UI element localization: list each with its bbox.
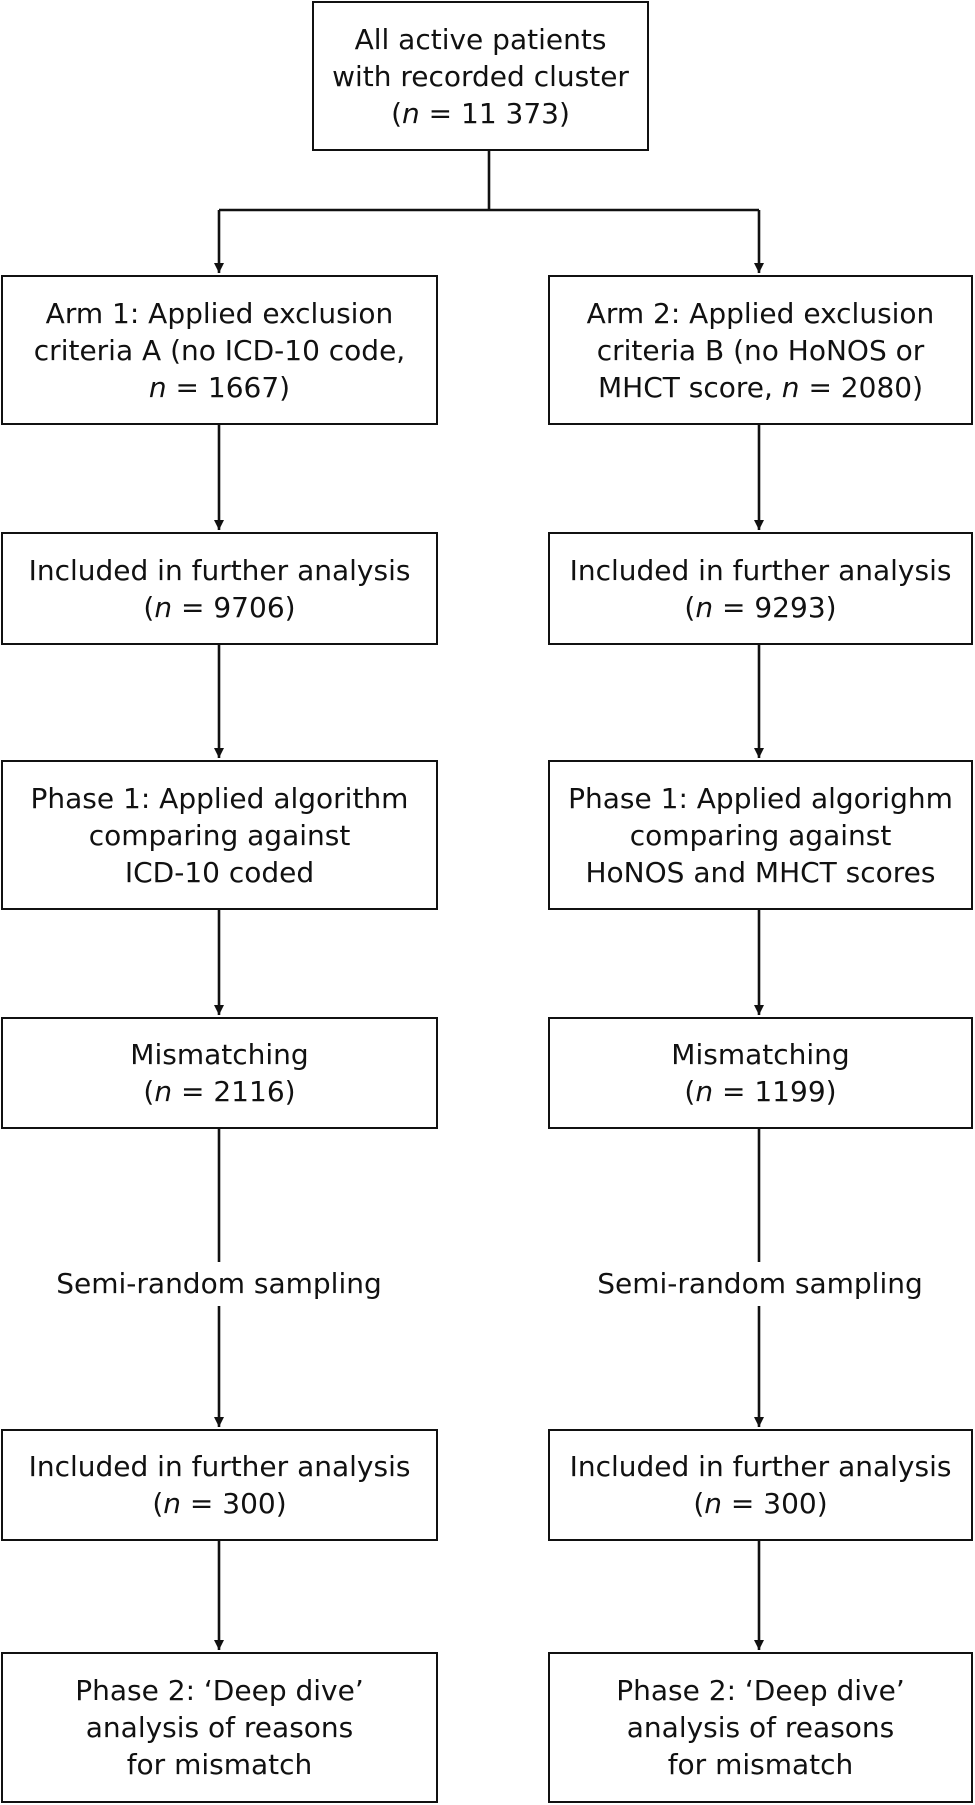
root-count: (n = 11 373) xyxy=(391,96,570,130)
arm1-sampling-label: Semi-random sampling xyxy=(19,1263,419,1305)
arm2-phase2-line-1: Phase 2: ‘Deep dive’ xyxy=(616,1674,905,1707)
arm1-phase2-line-1: Phase 2: ‘Deep dive’ xyxy=(75,1674,364,1707)
root-line-1: All active patients xyxy=(354,22,607,56)
arm2-mismatching-count: (n = 1199) xyxy=(684,1075,837,1108)
arm2-sampling-label: Semi-random sampling xyxy=(560,1263,960,1305)
arm1-exclusion-line-2: criteria A (no ICD-10 code, xyxy=(33,333,406,367)
arm2-included-box: Included in further analysis (n = 9293) xyxy=(548,532,973,645)
arm1-mismatching-line-1: Mismatching xyxy=(130,1038,309,1071)
arm2-included-count: (n = 9293) xyxy=(684,590,837,624)
arm2-mismatching-box: Mismatching (n = 1199) xyxy=(548,1017,973,1129)
arm1-included-box: Included in further analysis (n = 9706) xyxy=(1,532,438,645)
arm2-mismatching-line-1: Mismatching xyxy=(671,1038,850,1071)
arm1-included-line-1: Included in further analysis xyxy=(28,553,411,587)
arm2-phase2-line-3: for mismatch xyxy=(667,1748,854,1781)
arm2-included-line-1: Included in further analysis xyxy=(569,553,952,587)
root-box: All active patients with recorded cluste… xyxy=(312,1,649,151)
arm2-phase1-line-1: Phase 1: Applied algorighm xyxy=(568,781,953,815)
arm2-phase1-box: Phase 1: Applied algorighm comparing aga… xyxy=(548,760,973,910)
arm1-mismatching-box: Mismatching (n = 2116) xyxy=(1,1017,438,1129)
arm1-phase1-box: Phase 1: Applied algorithm comparing aga… xyxy=(1,760,438,910)
arm1-phase2-box: Phase 2: ‘Deep dive’ analysis of reasons… xyxy=(1,1652,438,1803)
arm2-sample-box: Included in further analysis (n = 300) xyxy=(548,1429,973,1541)
arm2-exclusion-box: Arm 2: Applied exclusion criteria B (no … xyxy=(548,275,973,425)
arm2-phase1-line-2: comparing against xyxy=(629,818,892,852)
arm1-phase1-line-2: comparing against xyxy=(88,818,351,852)
arm1-phase1-line-1: Phase 1: Applied algorithm xyxy=(30,781,409,815)
arm2-phase2-line-2: analysis of reasons xyxy=(626,1711,895,1744)
arm1-included-count: (n = 9706) xyxy=(143,590,296,624)
arm1-sample-box: Included in further analysis (n = 300) xyxy=(1,1429,438,1541)
arm1-phase2-line-2: analysis of reasons xyxy=(85,1711,354,1744)
arm2-phase1-line-3: HoNOS and MHCT scores xyxy=(585,855,936,889)
arm1-exclusion-line-1: Arm 1: Applied exclusion xyxy=(45,296,394,330)
arm2-exclusion-line-1: Arm 2: Applied exclusion xyxy=(586,296,935,330)
arm1-mismatching-count: (n = 2116) xyxy=(143,1075,296,1108)
root-line-2: with recorded cluster xyxy=(332,59,629,93)
arm1-sample-count: (n = 300) xyxy=(152,1487,287,1520)
arm2-exclusion-line-2: criteria B (no HoNOS or xyxy=(596,333,925,367)
arm1-sample-line-1: Included in further analysis xyxy=(28,1450,411,1483)
arm2-sample-line-1: Included in further analysis xyxy=(569,1450,952,1483)
arm1-phase1-line-3: ICD-10 coded xyxy=(124,855,315,889)
arm2-sample-count: (n = 300) xyxy=(693,1487,828,1520)
arm2-phase2-box: Phase 2: ‘Deep dive’ analysis of reasons… xyxy=(548,1652,973,1803)
arm1-phase2-line-3: for mismatch xyxy=(126,1748,313,1781)
arm1-exclusion-box: Arm 1: Applied exclusion criteria A (no … xyxy=(1,275,438,425)
arm1-exclusion-count: n = 1667) xyxy=(148,370,291,404)
arm2-exclusion-count: MHCT score, n = 2080) xyxy=(597,370,923,404)
